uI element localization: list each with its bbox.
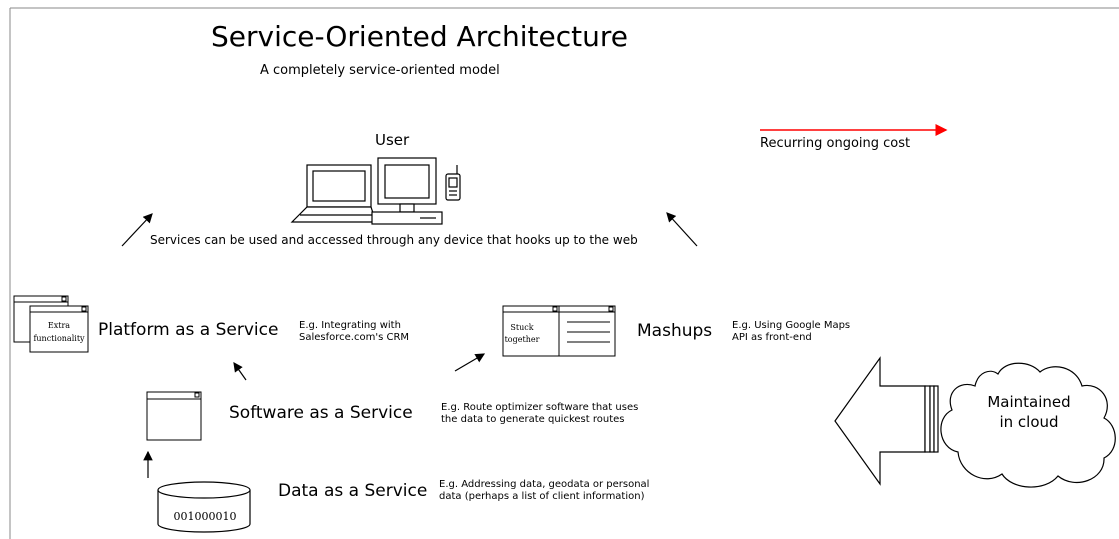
data-note-line1: E.g. Addressing data, geodata or persona… (439, 479, 650, 490)
cloud-label-line2: in cloud (999, 413, 1059, 431)
mashups-window-text-line2: together (505, 335, 540, 344)
cloud-delivery-arrow (834, 356, 939, 486)
platform-note-line2: Salesforce.com's CRM (299, 332, 410, 343)
software-note-line2: the data to generate quickest routes (441, 414, 625, 425)
page-title: Service-Oriented Architecture (211, 20, 628, 53)
software-note: E.g. Route optimizer software that uses … (441, 402, 638, 426)
platform-label: Platform as a Service (98, 320, 279, 340)
cloud-label: Maintained in cloud (960, 392, 1098, 432)
software-label: Software as a Service (229, 403, 413, 423)
platform-window-text-line1: Extra (48, 321, 70, 330)
mashups-note-line2: API as front-end (732, 332, 812, 343)
platform-note: E.g. Integrating with Salesforce.com's C… (299, 320, 409, 344)
mashups-note: E.g. Using Google Maps API as front-end (732, 320, 850, 344)
software-note-line1: E.g. Route optimizer software that uses (441, 402, 639, 413)
mashups-window-text-line1: Stuck (510, 323, 533, 332)
software-window-icon (146, 391, 202, 441)
laptop-icon (290, 164, 377, 223)
cloud-shape (940, 362, 1116, 488)
devices-note: Services can be used and accessed throug… (150, 233, 638, 247)
platform-window-text-line2: functionality (33, 334, 85, 343)
arrow-software-to-mashups (454, 353, 486, 372)
mashups-note-line1: E.g. Using Google Maps (732, 320, 851, 331)
page-subtitle: A completely service-oriented model (260, 63, 500, 78)
user-label: User (375, 131, 410, 149)
database-cylinder-text: 001000010 (174, 510, 237, 523)
platform-note-line1: E.g. Integrating with (299, 320, 401, 331)
database-cylinder-icon (157, 481, 251, 533)
platform-window-icon (13, 295, 89, 353)
data-note: E.g. Addressing data, geodata or persona… (439, 479, 649, 503)
arrow-to-user-right (666, 212, 698, 247)
arrow-software-to-platform (233, 362, 247, 381)
mashups-label: Mashups (637, 321, 713, 341)
arrow-to-user-left (121, 213, 153, 247)
data-label: Data as a Service (278, 481, 428, 501)
mobile-phone-icon (445, 165, 461, 201)
desktop-computer-icon (371, 157, 443, 225)
legend-label: Recurring ongoing cost (760, 136, 911, 151)
data-note-line2: data (perhaps a list of client informati… (439, 491, 645, 502)
cloud-label-line1: Maintained (987, 393, 1071, 411)
mashups-window-icon (502, 305, 616, 357)
